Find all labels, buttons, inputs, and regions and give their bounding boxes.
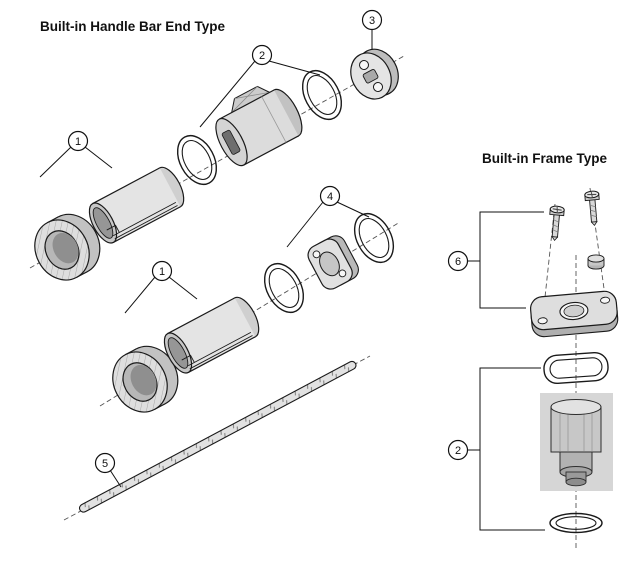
callout-circle: [251, 44, 273, 66]
callout-number: 5: [102, 458, 108, 470]
callout-number: 1: [159, 266, 165, 278]
part-screw-right: [583, 190, 603, 227]
callout-circle: [319, 185, 341, 207]
callout-leader-line: [268, 60, 321, 76]
part-gasket: [543, 351, 609, 385]
callout-number: 2: [259, 50, 265, 62]
callout-2-top: 2: [199, 44, 321, 128]
callout-circle: [94, 452, 116, 474]
part-nut: [587, 254, 605, 270]
callout-4: 4: [286, 185, 370, 248]
callout-circle: [67, 130, 89, 152]
part-oring-bottom: [549, 512, 603, 534]
callout-1-mid: 1: [124, 260, 198, 314]
part-end-cap: [350, 48, 399, 100]
callout-circle: [151, 260, 173, 282]
part-oring-top-right: [294, 63, 350, 127]
callout-number: 1: [75, 136, 81, 148]
callout-number: 2: [455, 445, 461, 457]
callout-3: 3: [361, 9, 383, 50]
part-oring-mid-left: [256, 256, 312, 320]
callout-circle: [361, 9, 383, 31]
part-shaft-rod: [78, 360, 357, 513]
part-mount-plate: [529, 290, 619, 338]
callout-circle: [447, 250, 469, 272]
callout-number: 4: [327, 191, 333, 203]
callout-leader-line: [109, 469, 122, 488]
callout-1-top: 1: [39, 130, 113, 178]
part-frame-junction-unit: [550, 399, 602, 487]
callout-leader-line: [286, 201, 324, 248]
callout-6: 6: [447, 211, 544, 309]
callout-5: 5: [94, 452, 122, 488]
part-clamp-sleeve-mid: [158, 292, 265, 378]
part-cover-plate: [307, 235, 359, 290]
callout-leader-line: [336, 201, 370, 218]
callout-bracket: [479, 211, 544, 309]
handlebar-type-title: Built-in Handle Bar End Type: [40, 19, 226, 34]
callout-circle: [447, 439, 469, 461]
part-junction-unit: [215, 85, 303, 167]
callout-leader-line: [84, 146, 113, 169]
callout-bracket: [479, 367, 545, 531]
callout-2-frame: 2: [447, 367, 545, 531]
part-screw-left: [546, 205, 566, 242]
callout-leader-line: [168, 276, 198, 300]
callout-number: 6: [455, 256, 461, 268]
callout-leader-line: [124, 276, 156, 314]
part-clamp-sleeve-top: [83, 162, 190, 248]
callout-leader-line: [39, 146, 72, 178]
callout-number: 3: [369, 15, 375, 27]
callout-leader-line: [199, 60, 256, 128]
frame-type-title: Built-in Frame Type: [482, 151, 608, 166]
